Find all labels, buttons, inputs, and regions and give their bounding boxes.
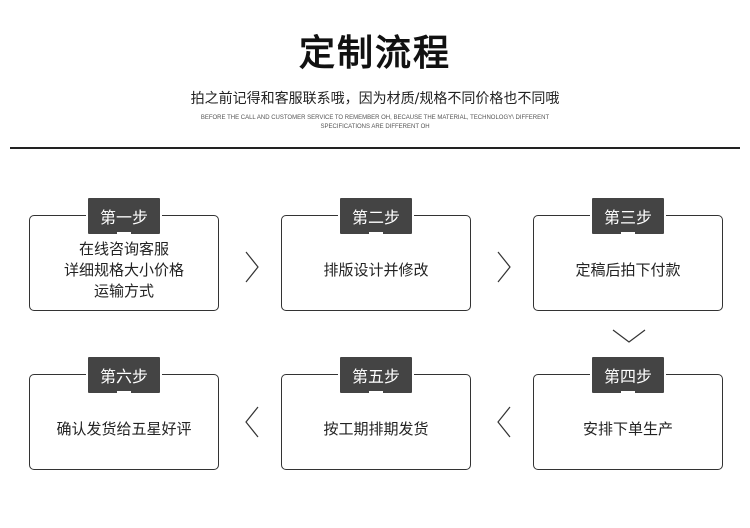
step-1-line-2: 详细规格大小价格 [63, 260, 184, 279]
english-line-1: BEFORE THE CALL AND CUSTOMER SERVICE TO … [200, 115, 550, 121]
step-2-description: 排版设计并修改 [282, 234, 470, 306]
step-3-line-1: 定稿后拍下付款 [575, 260, 681, 279]
step-1-badge: 第一步 [86, 196, 162, 236]
page-subtitle: 拍之前记得和客服联系哦，因为材质/规格不同价格也不同哦 [190, 91, 560, 107]
step-4-description: 安排下单生产 [534, 393, 722, 465]
step-4-badge: 第四步 [590, 355, 666, 395]
step-6-line-1: 确认发货给五星好评 [56, 419, 192, 438]
divider [10, 147, 740, 149]
english-line-2: SPECIFICATIONS ARE DIFFERENT OH [320, 124, 430, 130]
step-2-line-1: 排版设计并修改 [323, 260, 429, 279]
chevron-left-icon [496, 405, 512, 439]
step-2-badge: 第二步 [338, 196, 414, 236]
chevron-right-icon [496, 250, 512, 284]
step-1-line-1: 在线咨询客服 [78, 239, 169, 258]
step-1-card: 第一步 在线咨询客服 详细规格大小价格 运输方式 [29, 196, 219, 311]
step-5-card: 第五步 按工期排期发货 [281, 355, 471, 470]
chevron-down-icon [611, 328, 647, 344]
chevron-left-icon [244, 405, 260, 439]
page-title: 定制流程 [298, 33, 451, 74]
step-5-badge: 第五步 [338, 355, 414, 395]
english-subtitle: BEFORE THE CALL AND CUSTOMER SERVICE TO … [200, 114, 550, 132]
step-3-description: 定稿后拍下付款 [534, 234, 722, 306]
step-5-line-1: 按工期排期发货 [323, 419, 429, 438]
step-6-description: 确认发货给五星好评 [30, 393, 218, 465]
step-3-badge: 第三步 [590, 196, 666, 236]
step-4-line-1: 安排下单生产 [582, 419, 673, 438]
step-6-card: 第六步 确认发货给五星好评 [29, 355, 219, 470]
step-6-badge: 第六步 [86, 355, 162, 395]
step-1-description: 在线咨询客服 详细规格大小价格 运输方式 [30, 234, 218, 306]
step-4-card: 第四步 安排下单生产 [533, 355, 723, 470]
step-5-description: 按工期排期发货 [282, 393, 470, 465]
step-3-card: 第三步 定稿后拍下付款 [533, 196, 723, 311]
step-1-line-3: 运输方式 [93, 281, 154, 300]
step-2-card: 第二步 排版设计并修改 [281, 196, 471, 311]
chevron-right-icon [244, 250, 260, 284]
